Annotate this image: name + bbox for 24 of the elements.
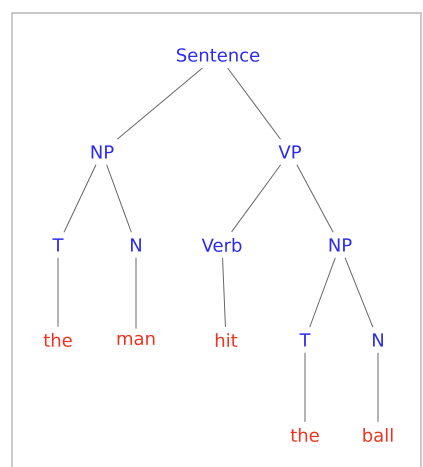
tree-branch — [344, 257, 374, 328]
word-label: man — [118, 334, 154, 346]
category-label: NP — [92, 145, 114, 159]
category-label: N — [373, 333, 383, 347]
tree-branch — [296, 164, 334, 233]
category-label: NP — [330, 238, 352, 252]
category-label: VP — [278, 145, 301, 159]
tree-branch — [227, 68, 282, 140]
tree-branch — [222, 258, 226, 328]
tree-branch — [231, 164, 282, 232]
category-label: T — [299, 333, 311, 347]
word-label: hit — [216, 333, 238, 347]
word-label: the — [290, 428, 319, 442]
tree-branch — [64, 164, 96, 233]
word-label: ball — [363, 428, 393, 442]
category-label: Verb — [202, 238, 242, 252]
word-label: the — [44, 333, 72, 347]
tree-branch — [309, 257, 336, 328]
tree-branch — [116, 68, 203, 140]
tree-branch — [304, 352, 306, 422]
category-label: T — [52, 238, 64, 252]
category-label: Sentence — [176, 48, 260, 62]
tree-branch — [106, 164, 132, 233]
category-label: N — [131, 238, 141, 252]
